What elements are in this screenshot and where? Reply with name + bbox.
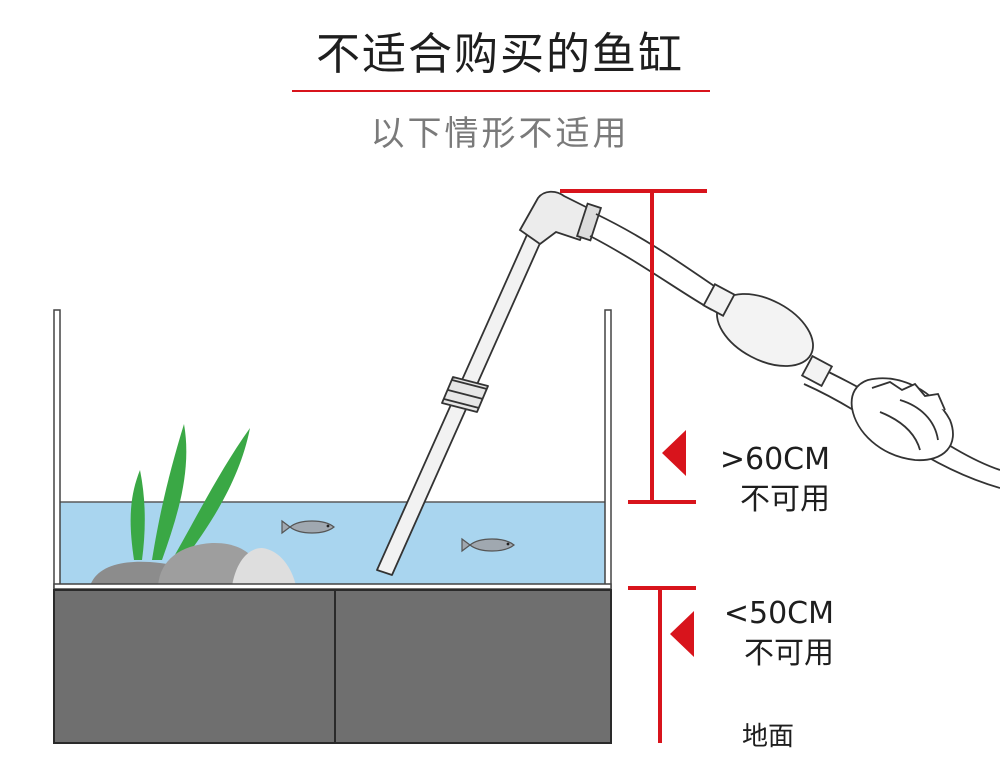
height-marker-lower bbox=[628, 586, 696, 743]
lower-limit-note: 不可用 bbox=[744, 636, 834, 671]
hose-clip-icon bbox=[850, 377, 954, 461]
page-title: 不适合购买的鱼缸 bbox=[316, 29, 684, 80]
lower-limit-label: <50CM 不可用 bbox=[684, 594, 834, 674]
upper-limit-label: >60CM 不可用 bbox=[680, 440, 830, 520]
upper-limit-value: >60CM bbox=[719, 442, 830, 477]
pointer-arrow-icon bbox=[670, 611, 694, 657]
lower-limit-value: <50CM bbox=[723, 596, 834, 631]
pump-bulb-icon bbox=[702, 283, 834, 388]
fish-icon bbox=[461, 537, 515, 553]
pointer-arrow-icon bbox=[662, 430, 686, 476]
aquatic-plant bbox=[130, 424, 250, 560]
title-underline bbox=[292, 90, 710, 92]
height-marker-upper bbox=[560, 189, 707, 504]
upper-limit-note: 不可用 bbox=[740, 482, 830, 517]
fish-icon bbox=[281, 519, 335, 535]
page-subtitle: 以下情形不适用 bbox=[370, 114, 630, 154]
siphon-tube bbox=[376, 227, 546, 576]
rocks bbox=[90, 542, 296, 586]
ground-label: 地面 bbox=[742, 722, 795, 752]
cabinet bbox=[53, 589, 612, 744]
elbow-connector bbox=[518, 190, 603, 246]
